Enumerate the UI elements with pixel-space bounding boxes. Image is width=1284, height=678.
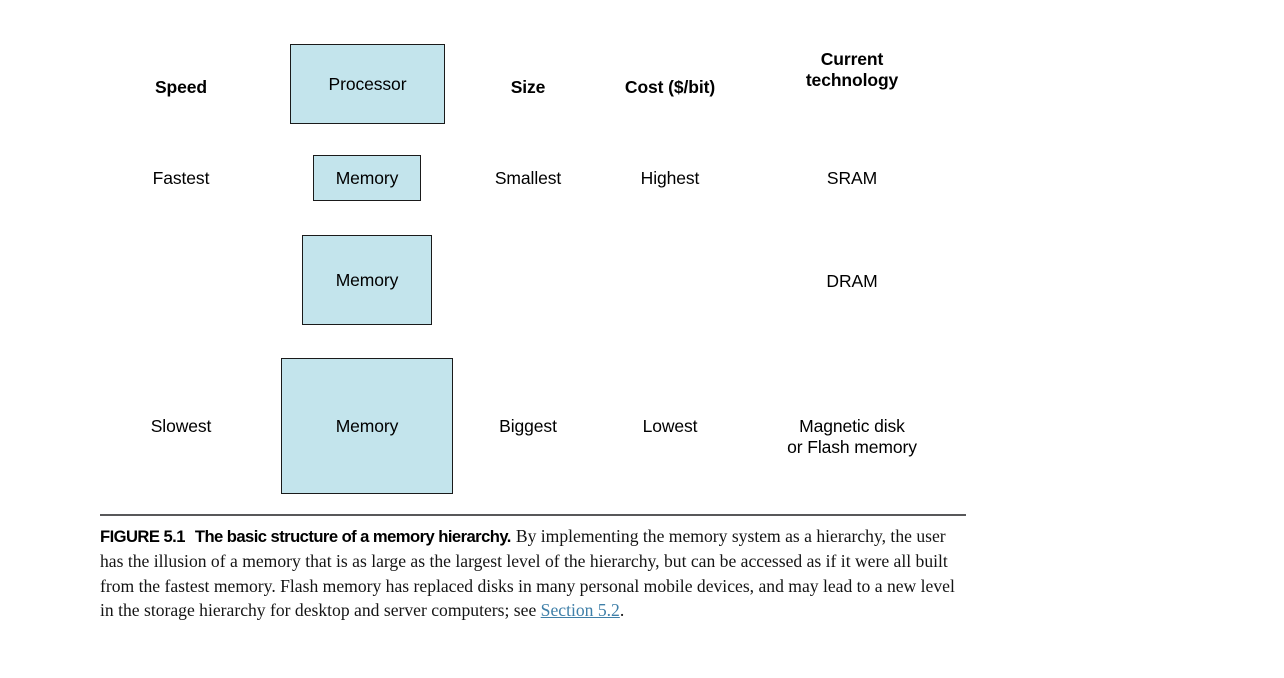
level-1-size: Smallest: [494, 168, 562, 188]
level-1-cost: Highest: [640, 168, 700, 188]
caption-body-end: .: [619, 599, 625, 620]
level-3-technology-line1: Magnetic disk: [799, 416, 905, 436]
level-3-memory-box-label: Memory: [335, 415, 399, 436]
level-2-memory-box-label: Memory: [335, 269, 399, 290]
level-3-size: Biggest: [499, 416, 557, 436]
level-1-speed: Fastest: [152, 168, 210, 188]
level-3-memory-box: Memory: [281, 358, 453, 494]
level-3-technology-line2: or Flash memory: [787, 436, 917, 457]
level-2-memory-box: Memory: [302, 235, 432, 325]
column-header-size: Size: [510, 77, 546, 97]
caption-section-link[interactable]: Section 5.2: [540, 599, 620, 620]
level-3-technology: Magnetic disk or Flash memory: [752, 416, 952, 457]
caption-figure-title: The basic structure of a memory hierarch…: [194, 527, 512, 546]
column-header-current-technology-line1: Current: [820, 49, 884, 69]
column-header-current-technology: Current technology: [752, 49, 952, 90]
column-header-current-technology-line2: technology: [805, 69, 899, 90]
caption-body-text: By implementing the memory system as a h…: [100, 526, 955, 620]
caption-divider: [100, 514, 966, 516]
level-1-memory-box: Memory: [313, 155, 421, 201]
caption-figure-number: FIGURE 5.1: [100, 527, 185, 546]
processor-box-label: Processor: [328, 73, 407, 94]
processor-box: Processor: [290, 44, 445, 124]
level-1-memory-box-label: Memory: [335, 167, 399, 188]
figure-caption: FIGURE 5.1 The basic structure of a memor…: [100, 524, 968, 622]
column-header-cost: Cost ($/bit): [624, 77, 716, 97]
level-3-speed: Slowest: [150, 416, 212, 436]
level-2-technology: DRAM: [826, 271, 878, 291]
level-3-cost: Lowest: [642, 416, 698, 436]
column-header-speed: Speed: [154, 77, 208, 97]
level-1-technology: SRAM: [826, 168, 878, 188]
